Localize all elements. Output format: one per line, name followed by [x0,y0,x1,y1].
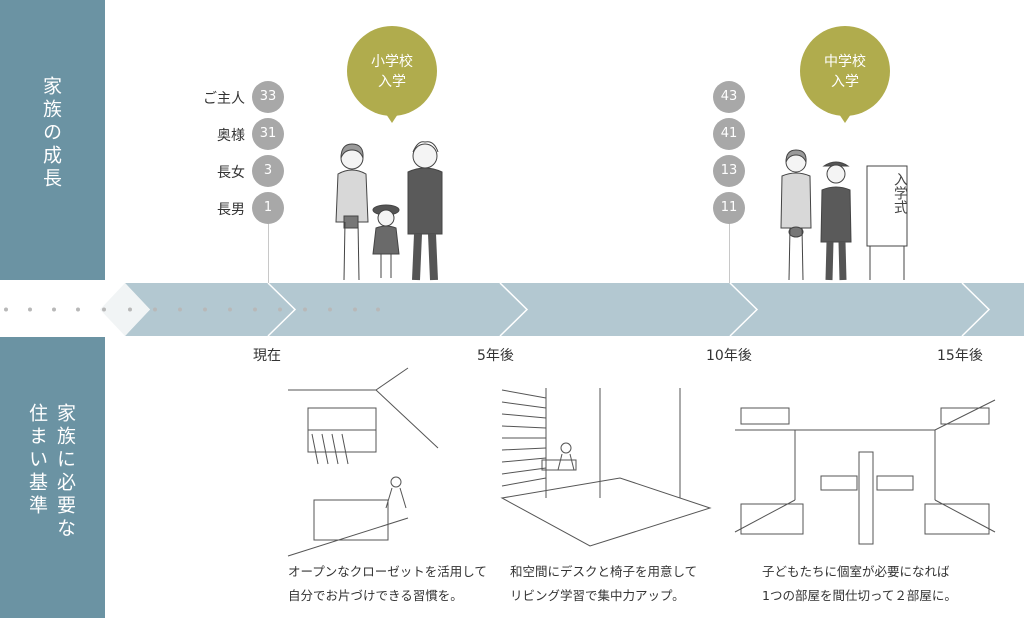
age-daughter-now: 3 [252,155,284,187]
age-husband-now: 33 [252,81,284,113]
age-son-10y: 11 [713,192,745,224]
event-junior-high-line2: 入学 [831,74,859,90]
family-now-illustration [335,141,443,281]
timeline-chevrons [267,282,991,337]
member-label-wife: 奥様 [217,128,245,144]
timeline-dots [4,307,380,312]
tick-10y: 10年後 [706,348,752,364]
event-bubble-junior-high: 中学校 入学 [800,26,890,116]
entrance-ceremony-sign [866,165,908,280]
partitioned-room-sketch [734,399,996,545]
age-husband-10y: 43 [713,81,745,113]
closet-room-sketch [287,367,439,557]
member-label-husband: ご主人 [203,91,245,107]
event-bubble-tail [384,111,400,123]
caption-closet-line1: オープンなクローゼットを活用して [288,564,487,579]
family-10y-illustration [780,149,908,281]
event-elementary-line1: 小学校 [371,54,413,70]
caption-closet: オープンなクローゼットを活用して 自分でお片づけできる習慣を。 [288,560,487,608]
study-room-sketch [500,388,712,547]
member-label-daughter: 長女 [217,165,245,181]
family-growth-label: 家族の成長 [40,76,62,191]
caption-study-line2: リビング学習で集中力アップ。 [510,588,685,603]
timeline-band [4,282,1024,337]
event-elementary-line2: 入学 [378,74,406,90]
age-wife-10y: 41 [713,118,745,150]
entrance-ceremony-sign-text: 入学式 [892,172,908,214]
housing-standard-sidebar: 家族に必要な 住まい基準 [0,337,105,618]
timeline-bar [125,283,1024,336]
caption-partition-line1: 子どもたちに個室が必要になれば [762,564,950,579]
housing-standard-label-col2: 家族に必要な [54,403,76,541]
age-wife-now: 31 [252,118,284,150]
age-connector-10y [729,220,730,283]
caption-study: 和空間にデスクと椅子を用意して リビング学習で集中力アップ。 [510,560,697,608]
event-junior-high-line1: 中学校 [824,54,866,70]
caption-closet-line2: 自分でお片づけできる習慣を。 [288,588,463,603]
housing-standard-label-col1: 住まい基準 [26,403,48,518]
age-daughter-10y: 13 [713,155,745,187]
timeline-start-diamond [100,283,150,336]
tick-5y: 5年後 [477,348,514,364]
member-label-son: 長男 [217,202,245,218]
family-growth-sidebar: 家族の成長 [0,0,105,280]
caption-partition: 子どもたちに個室が必要になれば 1つの部屋を間仕切って２部屋に。 [762,560,957,608]
tick-now: 現在 [253,348,281,364]
age-connector-now [268,220,269,283]
event-bubble-tail [837,111,853,123]
tick-15y: 15年後 [937,348,983,364]
age-son-now: 1 [252,192,284,224]
caption-partition-line2: 1つの部屋を間仕切って２部屋に。 [762,588,957,603]
caption-study-line1: 和空間にデスクと椅子を用意して [510,564,698,579]
event-bubble-elementary: 小学校 入学 [347,26,437,116]
